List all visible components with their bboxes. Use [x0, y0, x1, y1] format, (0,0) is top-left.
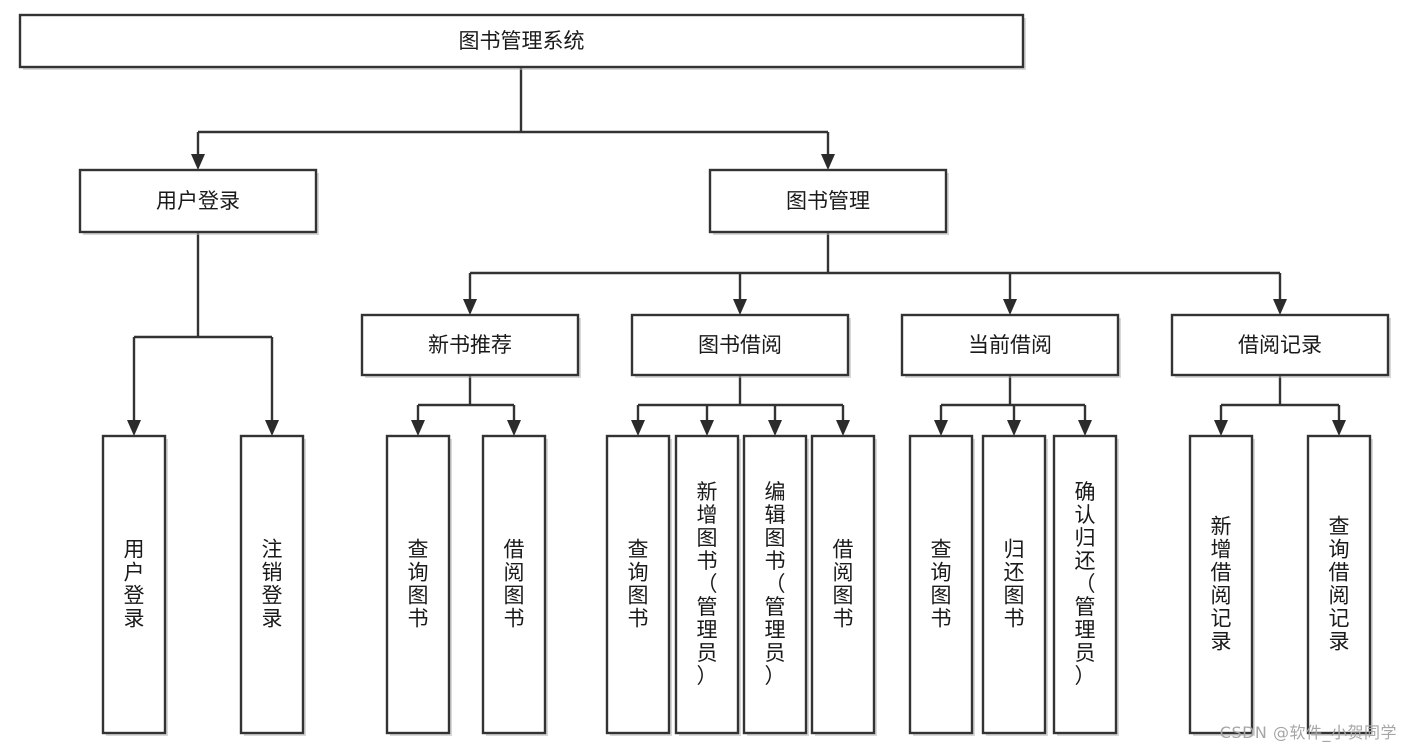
- node-label: 查询借阅记录: [1329, 515, 1350, 654]
- edges-borrow-to-leaves: [636, 375, 845, 422]
- node-root-root[interactable]: 图书管理系统: [18, 13, 1026, 70]
- node-rect[interactable]: [810, 434, 876, 735]
- node-leaf-leaf-edit-book[interactable]: 编辑图书（管理员）: [742, 434, 809, 736]
- arrow-head-icon: [733, 299, 747, 315]
- node-leaf-leaf-confirm-return[interactable]: 确认归还（管理员）: [1052, 434, 1119, 736]
- node-level3-book-borrow[interactable]: 图书借阅: [630, 313, 851, 378]
- node-rect[interactable]: [674, 434, 740, 735]
- node-label: 借阅图书: [833, 538, 854, 631]
- node-label: 查询图书: [931, 538, 952, 631]
- arrow-head-icon: [934, 420, 948, 436]
- arrow-head-icon: [411, 420, 425, 436]
- arrow-head-icon: [821, 154, 835, 170]
- arrow-head-icon: [1214, 420, 1228, 436]
- arrow-head-icon: [631, 420, 645, 436]
- node-leaf-leaf-logout[interactable]: 注销登录: [239, 434, 306, 736]
- node-level3-borrow-record[interactable]: 借阅记录: [1170, 313, 1391, 378]
- node-label: 图书管理系统: [459, 29, 585, 53]
- node-rect[interactable]: [481, 434, 547, 735]
- arrow-head-icon: [700, 420, 714, 436]
- arrow-head-icon: [191, 154, 205, 170]
- arrow-head-icon: [1273, 299, 1287, 315]
- node-rect[interactable]: [385, 434, 451, 735]
- node-leaf-leaf-return-book[interactable]: 归还图书: [981, 434, 1048, 736]
- arrow-head-icon: [1003, 299, 1017, 315]
- node-rect[interactable]: [1306, 434, 1372, 735]
- node-leaf-leaf-user-login[interactable]: 用户登录: [101, 434, 168, 736]
- edges-record-to-leaves: [1219, 375, 1341, 422]
- node-rect[interactable]: [605, 434, 671, 735]
- node-leaf-leaf-query-record[interactable]: 查询借阅记录: [1306, 434, 1373, 736]
- arrow-head-icon: [768, 420, 782, 436]
- arrow-head-icon: [507, 420, 521, 436]
- node-leaf-leaf-query-book-3[interactable]: 查询图书: [908, 434, 975, 736]
- node-leaf-leaf-add-record[interactable]: 新增借阅记录: [1188, 434, 1255, 736]
- node-level3-current-borrow[interactable]: 当前借阅: [900, 313, 1121, 378]
- node-label: 当前借阅: [968, 333, 1052, 357]
- edges-userlogin-to-leaves: [132, 232, 274, 422]
- node-rect[interactable]: [630, 313, 850, 377]
- node-rect[interactable]: [900, 313, 1120, 377]
- node-level2-user-login[interactable]: 用户登录: [78, 168, 319, 235]
- node-rect[interactable]: [981, 434, 1047, 735]
- arrow-head-icon: [1332, 420, 1346, 436]
- arrow-head-icon: [127, 420, 141, 436]
- node-leaf-leaf-borrow-book-1[interactable]: 借阅图书: [481, 434, 548, 736]
- node-label: 注销登录: [262, 538, 283, 631]
- node-rect[interactable]: [708, 168, 948, 234]
- edges-root-to-level2: [196, 67, 830, 156]
- node-label: 确认归还（管理员）: [1075, 480, 1096, 688]
- node-rect[interactable]: [239, 434, 305, 735]
- edges-recommend-to-leaves: [416, 375, 516, 422]
- node-label: 新增图书（管理员）: [697, 480, 718, 688]
- arrow-head-icon: [1007, 420, 1021, 436]
- node-rect[interactable]: [18, 13, 1025, 69]
- node-layer: 图书管理系统用户登录图书管理新书推荐图书借阅当前借阅借阅记录用户登录注销登录查询…: [18, 13, 1391, 736]
- edges-current-to-leaves: [939, 375, 1087, 422]
- node-label: 借阅图书: [504, 538, 525, 631]
- node-leaf-leaf-query-book-1[interactable]: 查询图书: [385, 434, 452, 736]
- node-level3-new-book-recommend[interactable]: 新书推荐: [360, 313, 581, 378]
- node-rect[interactable]: [908, 434, 974, 735]
- node-leaf-leaf-add-book[interactable]: 新增图书（管理员）: [674, 434, 741, 736]
- node-label: 借阅记录: [1238, 333, 1322, 357]
- node-label: 编辑图书（管理员）: [765, 480, 786, 688]
- node-label: 查询图书: [628, 538, 649, 631]
- node-rect[interactable]: [1170, 313, 1390, 377]
- node-label: 归还图书: [1004, 538, 1025, 631]
- node-label: 图书借阅: [698, 333, 782, 357]
- arrow-head-icon: [836, 420, 850, 436]
- connector-layer: [127, 67, 1346, 436]
- node-label: 用户登录: [124, 538, 145, 631]
- node-rect[interactable]: [78, 168, 318, 234]
- watermark-label: CSDN @软件_小贺同学: [1219, 723, 1397, 742]
- node-label: 图书管理: [786, 189, 870, 213]
- node-rect[interactable]: [360, 313, 580, 377]
- arrow-head-icon: [1078, 420, 1092, 436]
- arrow-head-icon: [265, 420, 279, 436]
- node-label: 新增借阅记录: [1211, 515, 1232, 654]
- arrow-head-icon: [463, 299, 477, 315]
- node-label: 新书推荐: [428, 333, 512, 357]
- node-rect[interactable]: [101, 434, 167, 735]
- node-leaf-leaf-borrow-book-2[interactable]: 借阅图书: [810, 434, 877, 736]
- node-level2-book-manage[interactable]: 图书管理: [708, 168, 949, 235]
- node-rect[interactable]: [742, 434, 808, 735]
- edges-bookmanage-to-level3: [468, 232, 1282, 301]
- node-label: 查询图书: [408, 538, 429, 631]
- node-leaf-leaf-query-book-2[interactable]: 查询图书: [605, 434, 672, 736]
- node-rect[interactable]: [1052, 434, 1118, 735]
- node-label: 用户登录: [156, 189, 240, 213]
- node-rect[interactable]: [1188, 434, 1254, 735]
